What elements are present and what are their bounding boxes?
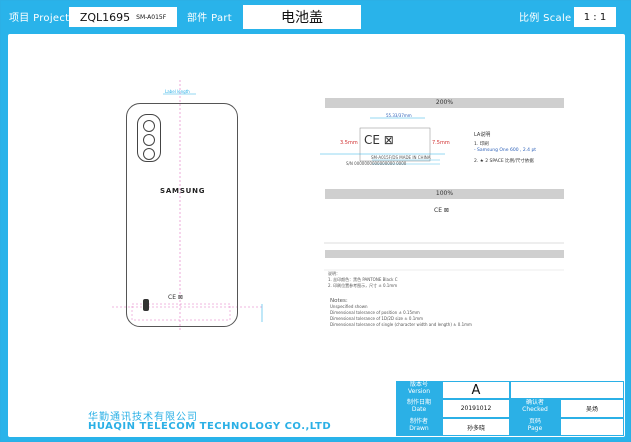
checked-label-en: Checked [522,406,548,413]
phone-dim-label: Label length [165,89,190,94]
camera-lens-top [143,120,155,132]
date-value: 20191012 [442,399,510,418]
version-label: 版本号 Version [396,381,442,399]
checked-value: 吴炀 [560,399,624,418]
checked-label: 确认者 Checked [510,399,560,418]
label-outline [359,127,431,162]
small-notes-a: 说明： [328,271,340,276]
camera-module [137,114,161,162]
version-label-en: Version [407,388,431,395]
part-label: 部件 Part [187,13,233,24]
spec-title: LA说明 [474,132,491,138]
date-label-cn: 制作日期 [406,399,431,406]
project-label: 项目 Project [9,13,70,24]
label-header-200: 200% [325,98,564,108]
phone-compliance-marks: CE ⊠ [168,294,183,301]
dim-top: 55.33/37mm [386,113,412,118]
speaker-grille-icon [143,299,149,311]
label-header-100: 100% [325,189,564,199]
drawn-label: 制作者 Drawn [396,418,442,436]
phone-back-cover [126,103,238,327]
blank-cell [510,381,624,399]
spec-line-2: - Samsung One 600 , 2.4 pt [474,148,537,153]
notes-title: Notes: [330,298,348,304]
camera-lens-bottom [143,148,155,160]
version-label-cn: 版本号 [409,381,428,388]
small-notes-c: 2. 印刷位置参考图示，尺寸 ± 0.1mm [328,283,398,288]
notes-band [325,250,564,258]
scale-value: 1 : 1 [574,7,616,27]
part-name: 电池盖 [243,5,361,29]
camera-lens-mid [143,134,155,146]
page-label-cn: 页码 [528,418,541,425]
date-label: 制作日期 Date [396,399,442,418]
note-3: Dimensional tolerance of 1D/2D size ± 0.… [330,316,424,321]
label-text-2: S/N 0000000000000000 0000 [346,161,407,166]
page-label-en: Page [527,425,543,432]
page-value [560,418,624,436]
note-2: Dimensional tolerance of position ± 0.15… [330,310,420,315]
label-area-box [131,303,231,321]
page-label: 页码 Page [510,418,560,436]
spec-line-1: 1. 印刷 [474,142,489,147]
version-value: A [442,381,510,399]
label-text-1: SM-A015F/DS MADE IN CHINA [371,155,431,160]
project-code: ZQL1695 [79,10,131,24]
dim-left: 3.5mm [340,140,358,146]
drawn-value: 孙多晓 [442,418,510,436]
checked-label-cn: 确认者 [525,399,544,406]
small-notes-b: 1. 丝印颜色：黑色 PANTONE Black C [328,277,398,282]
title-block: 版本号 Version A 制作日期 Date 20191012 确认者 Che… [396,381,624,436]
scale-label: 比例 Scale [519,13,572,24]
drawn-label-cn: 制作者 [409,418,428,425]
label-ce-mark: CE ⊠ [364,133,394,147]
label-100-mark: CE ⊠ [434,207,449,214]
spec-line-3: 2. ★ 2 SPACE 比例/尺寸依据 [474,159,534,164]
phone-brand: SAMSUNG [160,187,206,195]
notes-block: Notes: Unspecified shown Dimensional tol… [330,298,472,328]
date-label-en: Date [411,406,427,413]
project-model: SM-A015F [136,13,167,21]
note-1: Unspecified shown [330,304,368,309]
note-4: Dimensional tolerance of single (charact… [330,322,472,327]
drawn-label-en: Drawn [409,425,429,432]
project-field: ZQL1695 SM-A015F [69,7,177,27]
company-name-cn: 华勤通讯技术有限公司 [88,412,198,423]
dim-right: 7.5mm [432,140,450,146]
company-name-en: HUAQIN TELECOM TECHNOLOGY CO.,LTD [88,421,332,432]
